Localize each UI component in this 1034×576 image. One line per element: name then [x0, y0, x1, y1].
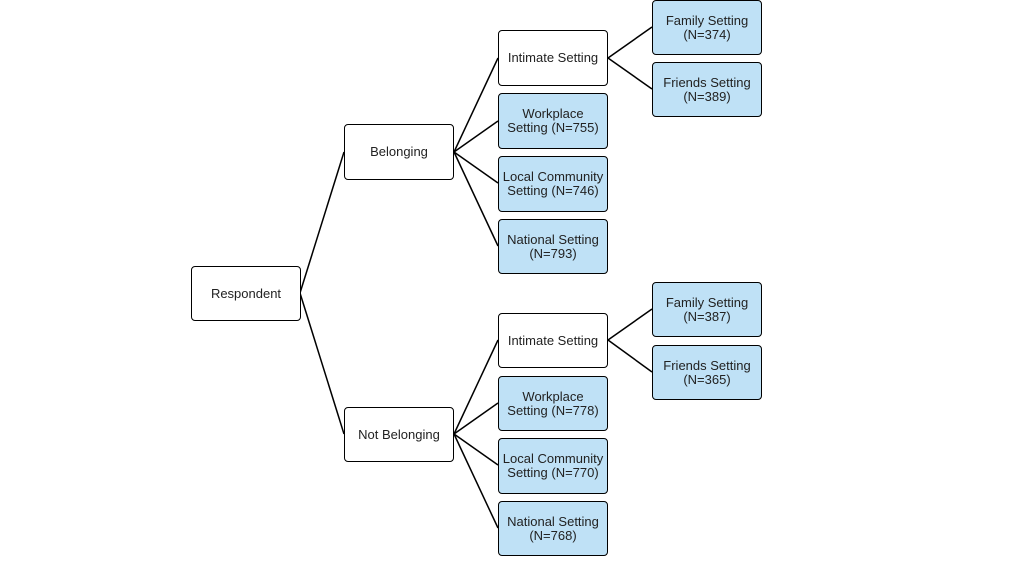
connector-nb-intimate-family [607, 308, 653, 341]
connector-not-belonging-intimate [453, 339, 499, 435]
node-not-belonging-local: Local Community Setting (N=770) [498, 438, 608, 494]
node-not-belonging-friends: Friends Setting (N=365) [652, 345, 762, 400]
node-belonging-family-label: Family Setting (N=374) [665, 12, 749, 42]
node-belonging-workplace-label: Workplace Setting (N=755) [507, 106, 599, 135]
node-belonging-friends-label: Friends Setting (N=389) [663, 74, 751, 104]
node-belonging-local-label: Local Community Setting (N=746) [502, 169, 604, 198]
node-belonging-friends: Friends Setting (N=389) [652, 62, 762, 117]
connector-belonging-intimate [453, 57, 499, 153]
node-not-belonging-family: Family Setting (N=387) [652, 282, 762, 337]
node-respondent: Respondent [191, 266, 301, 321]
connector-nb-intimate-friends [607, 339, 653, 373]
node-belonging-intimate: Intimate Setting [498, 30, 608, 86]
node-not-belonging-intimate: Intimate Setting [498, 313, 608, 368]
node-not-belonging: Not Belonging [344, 407, 454, 462]
node-belonging-local: Local Community Setting (N=746) [498, 156, 608, 212]
connector-root-belonging [299, 151, 345, 294]
connector-belonging-local [453, 151, 499, 184]
node-respondent-label: Respondent [210, 285, 282, 301]
connector-belonging-workplace [453, 120, 499, 153]
node-belonging-national: National Setting (N=793) [498, 219, 608, 274]
node-belonging-intimate-label: Intimate Setting [507, 50, 599, 65]
node-belonging-family: Family Setting (N=374) [652, 0, 762, 55]
node-not-belonging-workplace: Workplace Setting (N=778) [498, 376, 608, 431]
node-belonging: Belonging [344, 124, 454, 180]
connector-not-belonging-national [453, 433, 499, 529]
connector-root-not-belonging [299, 292, 345, 435]
node-belonging-workplace: Workplace Setting (N=755) [498, 93, 608, 149]
connector-not-belonging-workplace [453, 402, 499, 435]
connector-not-belonging-local [453, 433, 499, 466]
node-belonging-national-label: National Setting (N=793) [507, 231, 599, 261]
node-belonging-label: Belonging [370, 144, 428, 159]
node-not-belonging-intimate-label: Intimate Setting [507, 332, 599, 348]
node-not-belonging-label: Not Belonging [358, 426, 440, 442]
node-not-belonging-local-label: Local Community Setting (N=770) [502, 451, 604, 480]
node-not-belonging-friends-label: Friends Setting (N=365) [663, 357, 751, 387]
node-not-belonging-workplace-label: Workplace Setting (N=778) [507, 388, 599, 418]
connector-belonging-national [453, 151, 499, 247]
node-not-belonging-national: National Setting (N=768) [498, 501, 608, 556]
node-not-belonging-family-label: Family Setting (N=387) [665, 294, 749, 324]
connector-b-intimate-friends [607, 57, 653, 90]
node-not-belonging-national-label: National Setting (N=768) [507, 513, 599, 543]
connector-b-intimate-family [607, 26, 653, 59]
